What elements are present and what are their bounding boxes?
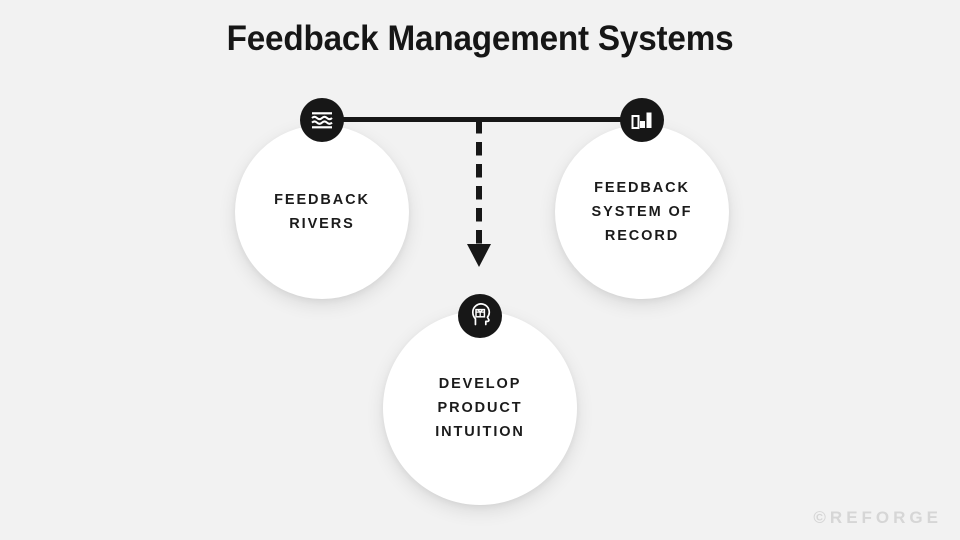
node-label: FEEDBACK RIVERS bbox=[274, 192, 370, 232]
connector-dashed-to-intuition bbox=[476, 120, 482, 246]
bar-chart-icon bbox=[620, 98, 664, 142]
page-title: Feedback Management Systems bbox=[226, 19, 734, 58]
head-package-icon bbox=[458, 294, 502, 338]
waves-icon bbox=[300, 98, 344, 142]
node-circle[interactable]: FEEDBACK RIVERS bbox=[235, 125, 409, 299]
node-label: FEEDBACK SYSTEM OF RECORD bbox=[591, 180, 693, 244]
node-circle[interactable]: FEEDBACK SYSTEM OF RECORD bbox=[555, 125, 729, 299]
node-label: DEVELOP PRODUCT INTUITION bbox=[435, 376, 525, 440]
node-circle[interactable]: DEVELOP PRODUCT INTUITION bbox=[383, 311, 577, 505]
arrow-head-icon bbox=[467, 244, 491, 267]
connector-rivers-to-record bbox=[322, 117, 642, 122]
reforge-watermark: ©REFORGE bbox=[813, 508, 942, 527]
